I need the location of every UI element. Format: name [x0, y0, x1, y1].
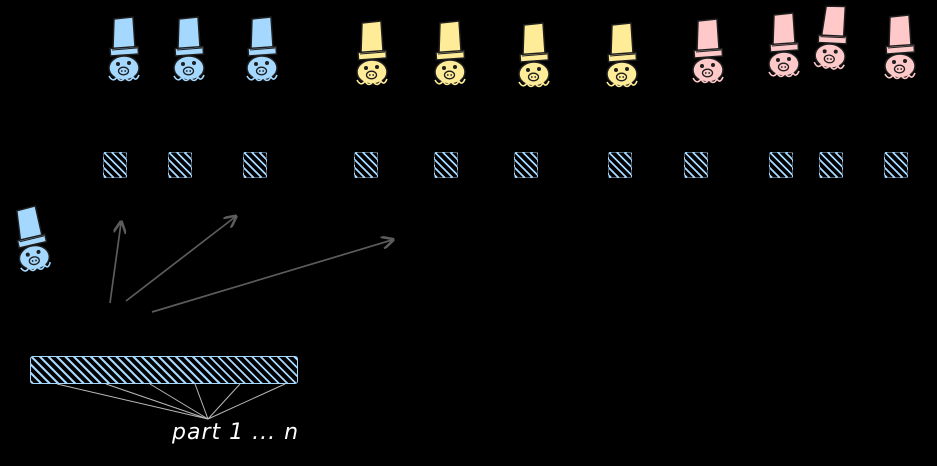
chunk-icon — [819, 152, 843, 178]
part-divider-line — [194, 383, 209, 420]
assignment-arrow — [151, 240, 392, 313]
worker-icon — [434, 20, 466, 86]
chunk-icon — [168, 152, 192, 178]
chunk-icon — [354, 152, 378, 178]
chunk-icon — [243, 152, 267, 178]
data-bar — [30, 356, 298, 384]
worker-icon — [812, 2, 853, 72]
part-divider-line — [105, 383, 209, 420]
part-divider-line — [207, 383, 286, 420]
chunk-icon — [769, 152, 793, 178]
chunk-icon — [434, 152, 458, 178]
parts-caption: part 1 ... n — [172, 420, 300, 445]
part-divider-line — [207, 383, 241, 420]
chunk-icon — [103, 152, 127, 178]
worker-icon — [768, 12, 800, 78]
part-divider-line — [56, 383, 209, 420]
worker-icon — [356, 20, 388, 86]
worker-icon — [246, 16, 278, 82]
worker-icon — [518, 22, 550, 88]
worker-icon — [606, 22, 638, 88]
worker-icon — [173, 16, 205, 82]
worker-icon — [108, 16, 140, 82]
chunk-icon — [514, 152, 538, 178]
chunk-icon — [684, 152, 708, 178]
chunk-icon — [884, 152, 908, 178]
single-worker-icon — [10, 204, 52, 274]
assignment-arrow — [125, 217, 235, 302]
worker-icon — [884, 14, 916, 80]
assignment-arrow — [109, 223, 121, 304]
chunk-icon — [608, 152, 632, 178]
part-divider-line — [149, 383, 209, 420]
worker-icon — [692, 18, 724, 84]
